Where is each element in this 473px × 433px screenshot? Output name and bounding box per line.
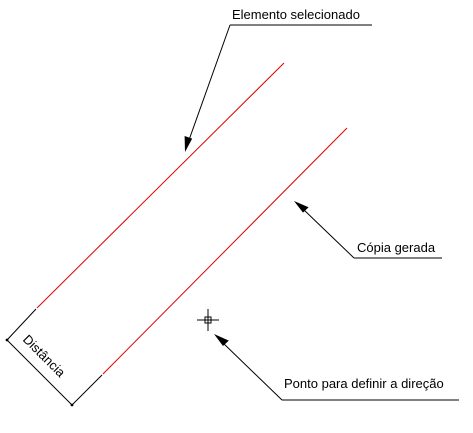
generated-copy-label: Cópia gerada bbox=[357, 240, 436, 255]
selected-element-leader bbox=[188, 24, 231, 141]
direction-point-arrowhead bbox=[214, 334, 229, 346]
direction-point-label: Ponto para definir a direção bbox=[284, 376, 444, 391]
selected-element-label: Elemento selecionado bbox=[232, 7, 360, 22]
direction-point-callout: Ponto para definir a direção bbox=[214, 334, 459, 401]
selected-element-callout: Elemento selecionado bbox=[184, 7, 372, 152]
distance-label: Distância bbox=[20, 332, 69, 381]
crosshair-cursor-icon bbox=[197, 309, 219, 331]
dimension-extension-line-2 bbox=[71, 374, 103, 406]
generated-copy-arrowhead bbox=[294, 201, 309, 213]
dimension-line bbox=[6, 339, 73, 406]
generated-copy-line[interactable] bbox=[102, 127, 348, 375]
dimension-tick-start bbox=[5, 338, 9, 342]
selected-element-arrowhead bbox=[184, 136, 193, 152]
distance-dimension: Distância bbox=[5, 308, 103, 407]
dimension-tick-end bbox=[70, 403, 74, 407]
selected-element-line[interactable] bbox=[36, 62, 285, 309]
direction-point-leader bbox=[221, 341, 283, 401]
generated-copy-leader bbox=[302, 208, 355, 259]
dimension-extension-line-1 bbox=[6, 308, 37, 341]
generated-copy-callout: Cópia gerada bbox=[294, 201, 442, 259]
